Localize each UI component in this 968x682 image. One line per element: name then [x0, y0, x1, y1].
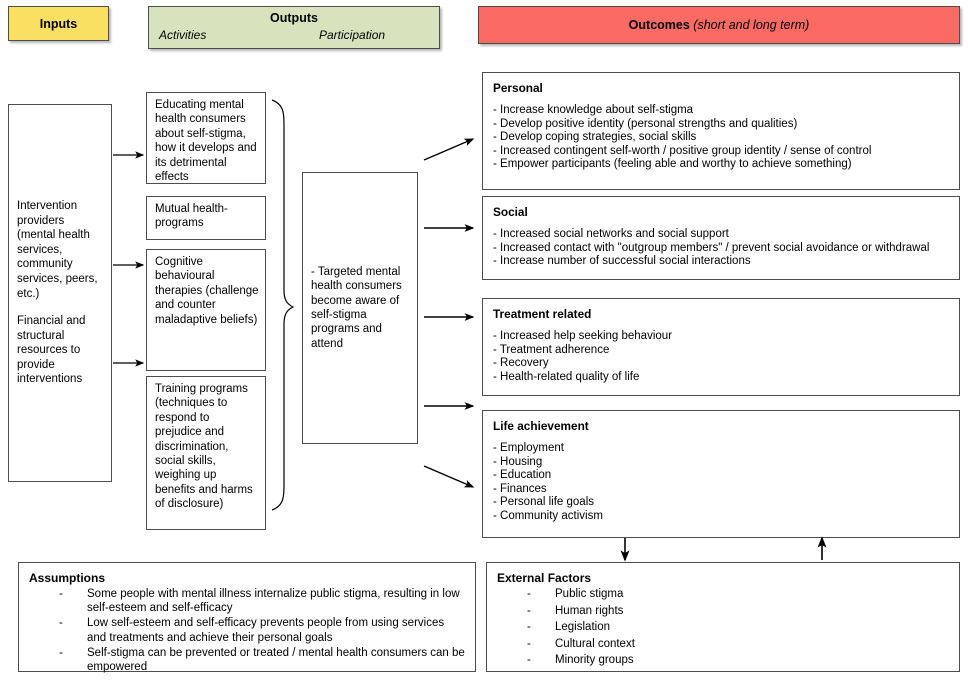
outcomes-header-title: Outcomes (short and long term): [629, 18, 810, 32]
outputs-header-subrow: Activities Participation: [149, 28, 439, 44]
outputs-header-title: Outputs: [270, 11, 318, 25]
list-item: - Self-stigma can be prevented or treated…: [29, 646, 465, 674]
external-factors-arrows: [620, 536, 827, 562]
inputs-box: Intervention providers (mental health se…: [8, 104, 112, 482]
bullet-dash: -: [59, 617, 63, 630]
list-item: - Some people with mental illness interna…: [29, 587, 465, 615]
activity-box-training-programs: Training programs (techniques to respond…: [146, 376, 266, 530]
bullet-dash: -: [527, 621, 531, 634]
outcome-item: - Increase number of successful social i…: [493, 255, 751, 268]
outputs-header: Outputs Activities Participation: [148, 6, 440, 49]
outcome-item: - Treatment adherence: [493, 343, 610, 356]
outcome-item: - Housing: [493, 455, 543, 468]
bullet-dash: -: [527, 588, 531, 600]
outcome-item: - Increased help seeking behaviour: [493, 330, 673, 342]
bullet-dash: -: [59, 588, 63, 600]
inputs-header-title: Inputs: [39, 16, 78, 31]
list-item-text: Human rights: [555, 604, 624, 617]
outcome-box-life-achievement: Life achievement - Employment - Housing …: [482, 410, 960, 538]
outcome-item: - Empower participants (feeling able and…: [493, 158, 852, 171]
outcomes-header-bold: Outcomes: [628, 18, 690, 32]
outcome-box-personal: Personal - Increase knowledge about self…: [482, 72, 960, 190]
list-item-text: Some people with mental illness internal…: [87, 588, 460, 615]
list-item-text: Cultural context: [555, 637, 635, 650]
outcome-box-treatment-related: Treatment related - Increased help seeki…: [482, 298, 960, 396]
outcome-item: - Finances: [493, 482, 547, 495]
participation-text: - Targeted mental health consumers becom…: [311, 265, 402, 350]
participation-box: - Targeted mental health consumers becom…: [302, 172, 418, 444]
external-factors-box: External Factors - Public stigma - Human r…: [486, 562, 960, 672]
list-item: - Human rights: [497, 604, 949, 620]
list-item: - Low self-esteem and self-efficacy preve…: [29, 616, 465, 644]
outcome-item: - Personal life goals: [493, 496, 594, 509]
activities-to-participation-brace: [271, 99, 295, 511]
outcome-item: - Increased contact with "outgroup membe…: [493, 241, 930, 254]
bullet-dash: -: [527, 637, 531, 650]
outputs-activities-label: Activities: [159, 28, 207, 42]
outcome-item: - Develop positive identity (personal st…: [493, 117, 798, 130]
outcome-item: - Develop coping strategies, social skil…: [493, 131, 697, 144]
outcome-item: - Education: [493, 469, 552, 482]
outcome-box-social: Social - Increased social networks and s…: [482, 196, 960, 280]
list-item: - Cultural context: [497, 637, 949, 653]
participation-to-outcome-arrows: [423, 138, 475, 488]
inputs-paragraph-1: Financial and structural resources to pr…: [17, 315, 86, 386]
outputs-participation-label: Participation: [319, 28, 386, 42]
outcome-title-social: Social: [493, 205, 528, 219]
list-item: - Public stigma: [497, 587, 949, 603]
outcome-item: - Recovery: [493, 357, 549, 370]
outcome-item: - Employment: [493, 442, 564, 454]
external-factors-list: - Public stigma - Human rights - Legislatio…: [497, 587, 949, 669]
assumptions-box: Assumptions - Some people with mental ill…: [18, 562, 476, 674]
external-factors-title: External Factors: [497, 571, 592, 585]
outcomes-header: Outcomes (short and long term): [478, 6, 960, 44]
outcome-title-treatment-related: Treatment related: [493, 307, 592, 321]
outcome-item: - Health-related quality of life: [493, 370, 640, 383]
bullet-dash: -: [59, 646, 63, 659]
inputs-header: Inputs: [8, 6, 109, 41]
assumptions-title: Assumptions: [29, 571, 106, 585]
list-item: - Legislation: [497, 620, 949, 636]
bullet-dash: -: [527, 654, 531, 667]
list-item-text: Minority groups: [555, 654, 634, 667]
list-item-text: Legislation: [555, 621, 610, 634]
outcome-item: - Increase knowledge about self-stigma: [493, 104, 694, 116]
inputs-paragraph-0: Intervention providers (mental health se…: [17, 199, 98, 300]
activity-box-educating: Educating mental health consumers about …: [146, 92, 266, 184]
input-to-activity-arrows: [113, 151, 145, 367]
list-item-text: Low self-esteem and self-efficacy preven…: [87, 617, 445, 644]
outcome-item: - Community activism: [493, 509, 603, 522]
activity-box-cbt: Cognitive behavioural therapies (challen…: [146, 249, 266, 371]
list-item-text: Self-stigma can be prevented or treated …: [87, 646, 465, 674]
outcome-title-life-achievement: Life achievement: [493, 419, 589, 433]
list-item-text: Public stigma: [555, 588, 624, 600]
outcome-item: - Increased contingent self-worth / posi…: [493, 144, 872, 157]
list-item: - Minority groups: [497, 653, 949, 669]
activity-box-mutual-health-programs: Mutual health-programs: [146, 196, 266, 240]
bullet-dash: -: [527, 604, 531, 617]
outcome-item: - Increased social networks and social s…: [493, 228, 729, 240]
outcome-title-personal: Personal: [493, 81, 543, 95]
outcomes-header-italic: (short and long term): [693, 18, 810, 32]
assumptions-list: - Some people with mental illness interna…: [29, 587, 465, 674]
